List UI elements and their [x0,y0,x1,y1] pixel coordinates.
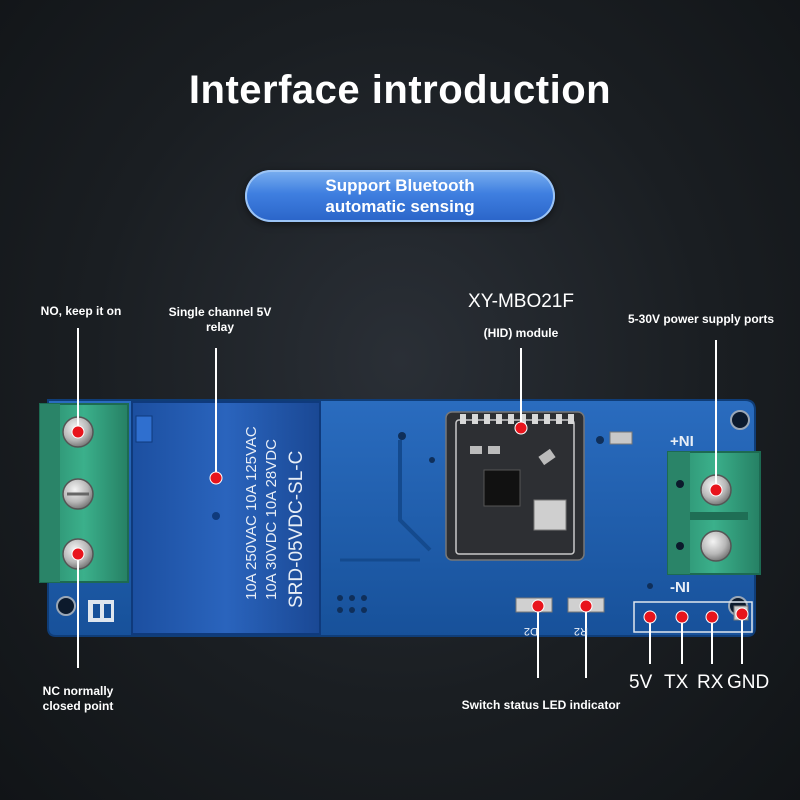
label-nc-line-2: closed point [42,699,114,713]
bluetooth-module [445,411,585,561]
pin-label-tx: TX [664,672,689,693]
marker-relay [209,471,223,485]
vin-plus-label: +NI [670,433,694,450]
pin-label-gnd: GND [727,672,770,693]
label-relay-line-2: relay [205,320,235,334]
label-nc-line-1: NC normally [42,684,114,698]
feature-badge-line-1: Support Bluetooth [325,176,475,195]
relay [131,401,321,635]
marker-led-d2 [531,599,545,613]
markers [71,421,749,624]
marker-pin-gnd [735,607,749,621]
led-r2-label: R2 [574,625,588,637]
marker-led-r2 [579,599,593,613]
page-title: Interface introduction [188,68,612,112]
marker-no [71,425,85,439]
marker-nc [71,547,85,561]
label-module-name: XY-MBO21F [468,291,574,312]
vin-minus-label: -NI [670,579,690,596]
smd-component [609,431,633,445]
label-no-point: NO, keep it on [40,304,122,318]
silkscreen: 10A 250VAC 10A 125VAC 10A 30VDC 10A 28VD… [243,426,694,637]
label-power-ports: 5-30V power supply ports [627,312,775,326]
marker-pin-tx [675,610,689,624]
callout-lines [77,328,743,678]
pin-label-rx: RX [697,672,724,693]
label-nc-point: NC normally closed point [28,684,128,714]
pin-label-5v: 5V [629,672,653,693]
relay-model: SRD-05VDC-SL-C [286,451,307,608]
marker-power [709,483,723,497]
marker-pin-5v [643,610,657,624]
marker-module [514,421,528,435]
label-relay: Single channel 5V relay [152,305,288,335]
label-module-type: (HID) module [483,326,559,340]
label-relay-line-1: Single channel 5V [168,305,272,319]
terminal-screw-negative [700,530,732,562]
feature-badge-line-2: automatic sensing [325,197,475,216]
feature-badge: Support Bluetooth automatic sensing [245,170,555,222]
relay-rating-2: 10A 30VDC 10A 28VDC [263,439,280,600]
relay-rating-1: 10A 250VAC 10A 125VAC [243,426,260,600]
marker-pin-rx [705,610,719,624]
led-d2-label: D2 [524,625,538,637]
label-led-indicator: Switch status LED indicator [461,698,621,712]
power-terminal-block [667,451,761,575]
